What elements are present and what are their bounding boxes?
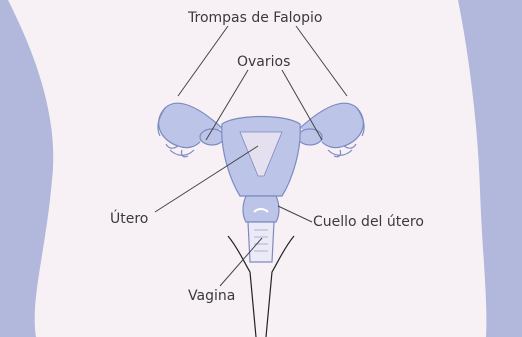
left-ovary: [200, 129, 224, 145]
label-cervix: Cuello del útero: [313, 215, 424, 229]
label-vagina: Vagina: [188, 289, 235, 303]
label-fallopian-tubes: Trompas de Falopio: [188, 11, 322, 25]
label-uterus: Útero: [110, 212, 148, 226]
right-ovary: [298, 129, 322, 145]
vagina-shape: [248, 222, 274, 262]
label-ovaries: Ovarios: [237, 55, 290, 69]
